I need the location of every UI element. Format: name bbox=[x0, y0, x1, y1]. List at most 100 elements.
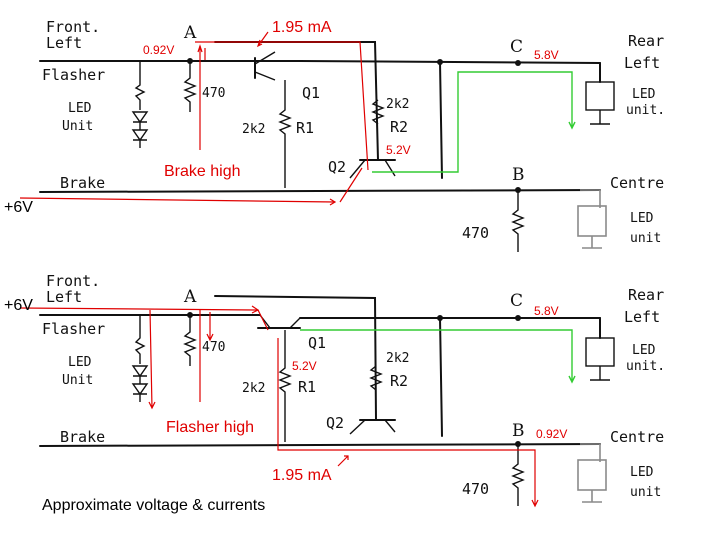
top-va-label: 0.92V bbox=[143, 43, 174, 57]
res-470-b-label: 470 bbox=[462, 480, 489, 498]
r1-value-label: 2k2 bbox=[242, 122, 265, 137]
c-rail-wire bbox=[299, 60, 601, 64]
current-path-annotation bbox=[277, 338, 539, 508]
current-path-annotation bbox=[195, 41, 369, 171]
centre-wire bbox=[580, 443, 601, 462]
led-unit-label-2: Unit bbox=[62, 119, 93, 134]
supply-arrow bbox=[19, 305, 269, 331]
led-current-path bbox=[372, 71, 576, 173]
r2-label: R2 bbox=[390, 118, 408, 136]
top-current-label: 1.95 mA bbox=[272, 19, 332, 36]
res-470-b-label: 470 bbox=[462, 224, 489, 242]
bottom-current-label: 1.95 mA bbox=[272, 467, 332, 484]
led-icon bbox=[131, 111, 149, 124]
brake-label: Brake bbox=[60, 174, 105, 192]
q1-transistor-icon bbox=[254, 51, 276, 81]
front-left-label-2: Left bbox=[46, 288, 82, 306]
bottom-circuit: Front. Left Flasher LED Unit Brake A 470… bbox=[4, 272, 665, 508]
brake-label: Brake bbox=[60, 428, 105, 446]
centre-led-label-1: LED bbox=[630, 465, 654, 480]
r2-resistor bbox=[371, 99, 385, 125]
res-470-label: 470 bbox=[202, 86, 225, 101]
rear-label-2: Left bbox=[624, 54, 660, 72]
centre-led-label-2: unit bbox=[630, 485, 661, 500]
node-c-label: C bbox=[510, 291, 523, 311]
supply-arrow bbox=[19, 197, 337, 206]
centre-label: Centre bbox=[610, 174, 664, 192]
r1-resistor bbox=[278, 330, 292, 442]
q1-collector-wire bbox=[214, 41, 379, 161]
rear-label-2: Left bbox=[624, 308, 660, 326]
node-a-label: A bbox=[183, 287, 197, 307]
front-left-label-1: Front. bbox=[46, 272, 100, 290]
flasher-led-path bbox=[148, 309, 156, 410]
rear-led-label-2: unit. bbox=[626, 103, 665, 118]
led-resistor bbox=[134, 315, 146, 364]
q1-label: Q1 bbox=[302, 84, 320, 102]
centre-led-unit-box bbox=[577, 205, 607, 237]
r1-label: R1 bbox=[298, 378, 316, 396]
q2-transistor-icon bbox=[349, 419, 396, 435]
q2-label: Q2 bbox=[326, 414, 344, 432]
bottom-vb-label: 0.92V bbox=[536, 427, 567, 441]
c-drop-wire bbox=[439, 317, 443, 437]
front-left-label-2: Left bbox=[46, 34, 82, 52]
centre-wire bbox=[580, 189, 601, 208]
current-pointer bbox=[337, 455, 349, 467]
junction-dot bbox=[515, 315, 521, 321]
centre-label: Centre bbox=[610, 428, 664, 446]
resistor-470-a bbox=[183, 315, 197, 366]
ground-icon bbox=[590, 366, 610, 381]
a-path-annotation bbox=[199, 310, 214, 402]
bottom-vc-label: 5.8V bbox=[534, 304, 559, 318]
r2-value-label: 2k2 bbox=[386, 97, 409, 112]
centre-led-unit-box bbox=[577, 459, 607, 491]
node-c-label: C bbox=[510, 37, 523, 57]
led-current-path bbox=[300, 329, 576, 384]
led-icon bbox=[131, 376, 149, 402]
ground-icon bbox=[582, 490, 602, 503]
led-unit-label-1: LED bbox=[68, 101, 92, 116]
r1-resistor bbox=[278, 80, 292, 188]
node-b-label: B bbox=[512, 165, 525, 185]
bottom-condition-label: Flasher high bbox=[166, 419, 254, 436]
top-condition-label: Brake high bbox=[164, 163, 241, 180]
rear-led-label-2: unit. bbox=[626, 359, 665, 374]
rear-led-label-1: LED bbox=[632, 87, 656, 102]
r1-label: R1 bbox=[296, 119, 314, 137]
q1-label: Q1 bbox=[308, 334, 326, 352]
rear-label-1: Rear bbox=[628, 32, 664, 50]
node-a-label: A bbox=[183, 23, 197, 43]
r1-value-label: 2k2 bbox=[242, 381, 265, 396]
resistor-470-b bbox=[511, 444, 525, 506]
flasher-label: Flasher bbox=[42, 66, 105, 84]
rear-led-unit-box bbox=[585, 81, 615, 111]
r2-label: R2 bbox=[390, 372, 408, 390]
brake-wire bbox=[39, 189, 601, 193]
q2-label: Q2 bbox=[328, 158, 346, 176]
centre-led-label-2: unit bbox=[630, 231, 661, 246]
led-unit-label-2: Unit bbox=[62, 373, 93, 388]
led-icon bbox=[131, 122, 149, 148]
led-icon bbox=[131, 365, 149, 378]
node-b-label: B bbox=[512, 421, 525, 441]
supply-path bbox=[339, 167, 363, 203]
led-resistor bbox=[134, 61, 146, 110]
top-circuit: Front. Left Flasher LED Unit Brake A 470… bbox=[4, 18, 665, 252]
top-supply-label: +6V bbox=[4, 199, 33, 216]
footer-note: Approximate voltage & currents bbox=[42, 497, 265, 514]
ground-icon bbox=[582, 236, 602, 249]
res-470-label: 470 bbox=[202, 340, 225, 355]
brake-wire bbox=[39, 443, 601, 447]
junction-dot bbox=[515, 60, 521, 66]
r2-resistor bbox=[369, 365, 383, 391]
rear-label-1: Rear bbox=[628, 286, 664, 304]
resistor-470-b bbox=[511, 190, 525, 252]
flasher-label: Flasher bbox=[42, 320, 105, 338]
rear-led-unit-box bbox=[585, 337, 615, 367]
ground-icon bbox=[590, 110, 610, 125]
c-drop-wire bbox=[439, 61, 443, 179]
centre-led-label-1: LED bbox=[630, 211, 654, 226]
